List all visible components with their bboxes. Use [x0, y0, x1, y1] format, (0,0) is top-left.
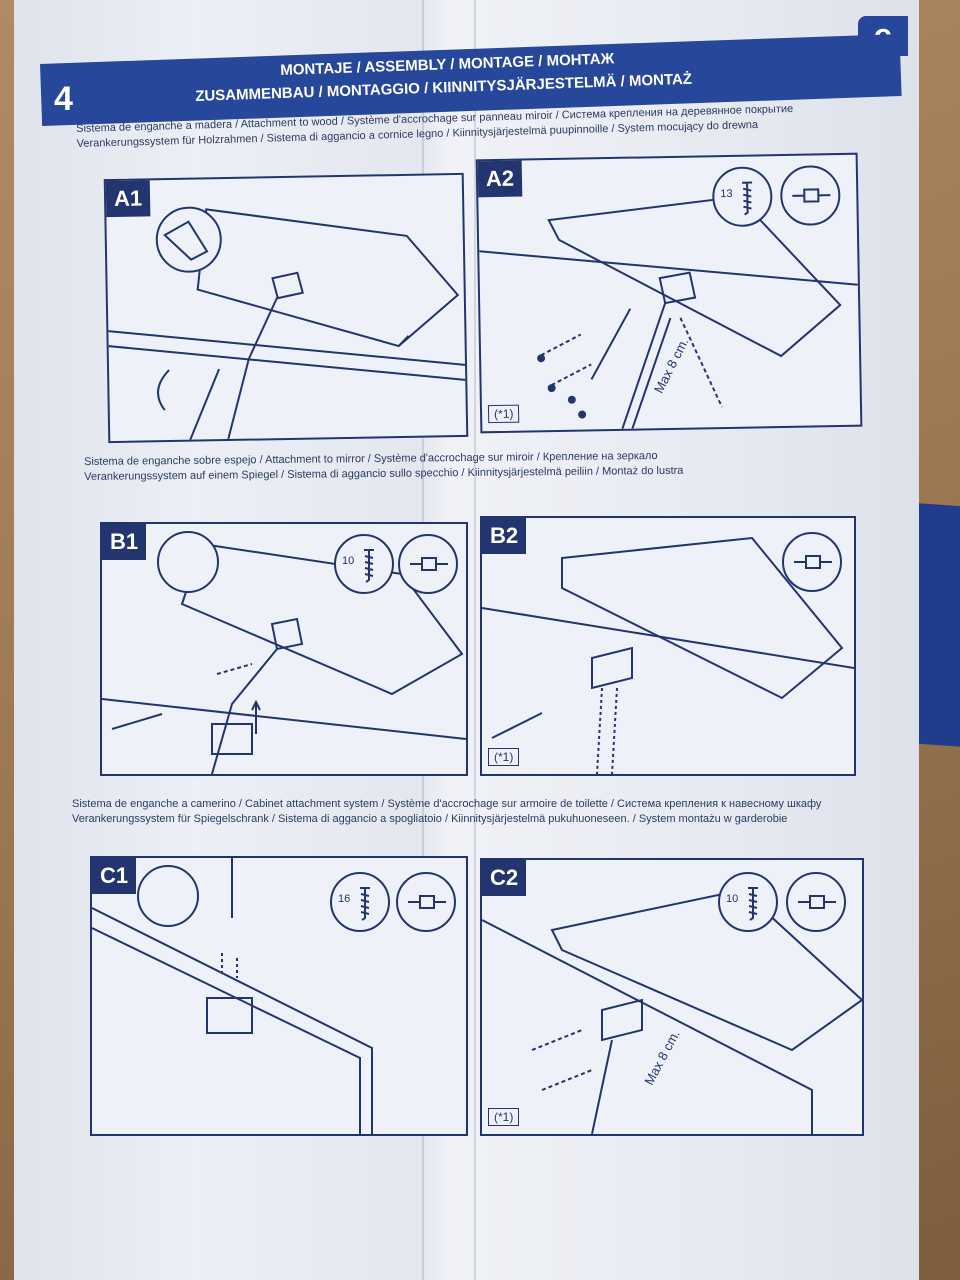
- panel-label: B1: [102, 524, 146, 560]
- panel-c2: C2 10 (*1) Max 8 cm.: [480, 858, 864, 1136]
- screw-size-icon: 10: [334, 534, 394, 594]
- caption-line: Verankerungssystem für Spiegelschrank / …: [72, 813, 788, 825]
- caption-line: Sistema de enganche a camerino / Cabinet…: [72, 798, 822, 810]
- assembly-illustration: [92, 858, 373, 1134]
- screw-length: 16: [338, 893, 351, 905]
- screwdriver-icon: [398, 534, 458, 594]
- panel-label: C2: [482, 860, 526, 896]
- screw-length: 10: [726, 893, 739, 905]
- panel-label: A2: [477, 160, 523, 198]
- screw-length: 10: [342, 555, 355, 567]
- screw-icon: [364, 549, 374, 583]
- panel-a2: A2 13 (*1) Max 8 cm.: [475, 152, 863, 434]
- footnote-marker: (*1): [488, 1108, 520, 1126]
- section-b-caption: Sistema de enganche sobre espejo / Attac…: [84, 449, 683, 485]
- panel-b1: B1 10: [100, 522, 468, 776]
- screwdriver-icon: [779, 164, 841, 227]
- panel-a1: A1: [103, 172, 469, 444]
- panel-b2: B2 (*1): [480, 516, 856, 776]
- screw-icon: [742, 181, 753, 216]
- screw-icon: [360, 887, 370, 921]
- screw-size-icon: 16: [330, 872, 390, 932]
- screwdriver-icon: [782, 532, 842, 592]
- panel-label: B2: [482, 518, 526, 554]
- panel-label: C1: [92, 858, 136, 894]
- step-number: 4: [54, 80, 73, 118]
- footnote-marker: (*1): [487, 404, 520, 424]
- assembly-illustration: [482, 888, 862, 1134]
- panel-label: A1: [105, 180, 151, 218]
- assembly-illustration: [482, 536, 854, 774]
- assembly-illustration: [479, 195, 858, 430]
- screw-icon: [748, 887, 758, 921]
- section-c-caption: Sistema de enganche a camerino / Cabinet…: [72, 797, 821, 827]
- assembly-illustration: [108, 206, 466, 441]
- step-header: 4 MONTAJE / ASSEMBLY / MONTAGE / МОНТАЖ …: [40, 28, 910, 128]
- screwdriver-icon: [786, 872, 846, 932]
- footnote-marker: (*1): [488, 748, 520, 766]
- panel-c1: C1 16: [90, 856, 468, 1136]
- fold-line: [474, 0, 476, 1280]
- screw-size-icon: 10: [718, 872, 778, 932]
- screw-size-icon: 13: [711, 166, 773, 228]
- screwdriver-icon: [396, 872, 456, 932]
